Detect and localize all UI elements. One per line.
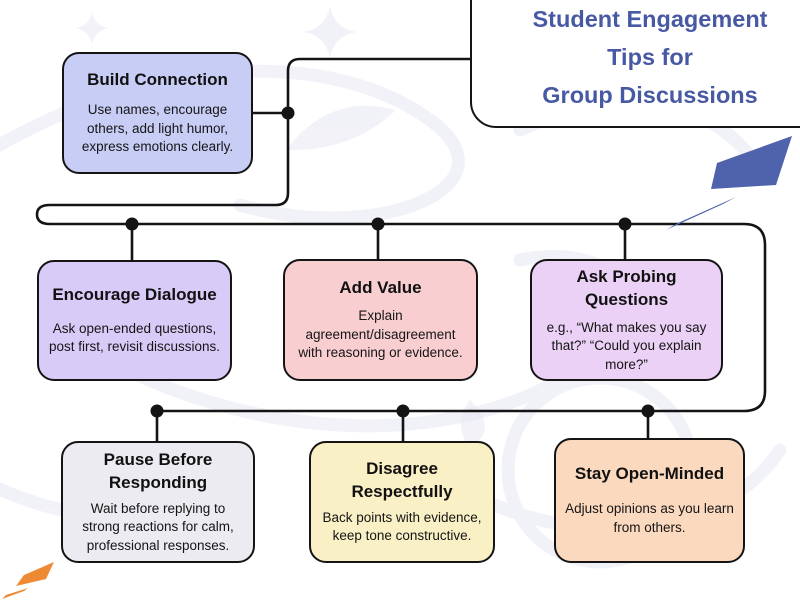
node-ask-probing-questions: Ask Probing Questions e.g., “What makes … — [530, 259, 723, 381]
junction-dots — [125, 106, 655, 418]
node-ask-probing-questions-title: Ask Probing Questions — [576, 266, 677, 309]
node-pause-before-responding-body: Wait before replying to strong reactions… — [82, 500, 234, 553]
blue-flash-shapes — [666, 136, 792, 230]
node-encourage-dialogue: Encourage Dialogue Ask open-ended questi… — [37, 260, 232, 381]
title-line-2: Tips for — [607, 43, 693, 70]
node-ask-probing-questions-body: e.g., “What makes you say that?” “Could … — [546, 319, 707, 372]
node-add-value: Add Value Explain agreement/disagreement… — [283, 259, 478, 381]
node-add-value-body: Explain agreement/disagreement with reas… — [298, 308, 463, 361]
node-pause-before-responding-title: Pause Before Responding — [103, 449, 213, 492]
node-add-value-title: Add Value — [339, 278, 422, 298]
node-disagree-respectfully-body: Back points with evidence, keep tone con… — [322, 509, 482, 544]
title-line-3: Group Discussions — [542, 81, 758, 108]
node-stay-open-minded-body: Adjust opinions as you learn from others… — [565, 501, 734, 535]
node-build-connection: Build Connection Use names, encourage ot… — [62, 52, 253, 174]
title-line-1: Student Engagement — [532, 5, 768, 32]
node-stay-open-minded-title: Stay Open-Minded — [574, 464, 725, 484]
node-build-connection-body: Use names, encourage others, add light h… — [81, 102, 234, 155]
title-box: Student Engagement Tips for Group Discus… — [470, 0, 800, 128]
main-connector-path — [35, 57, 767, 413]
node-encourage-dialogue-body: Ask open-ended questions, post first, re… — [48, 320, 221, 355]
node-encourage-dialogue-title: Encourage Dialogue — [52, 284, 217, 304]
node-build-connection-title: Build Connection — [87, 70, 228, 90]
node-pause-before-responding: Pause Before Responding Wait before repl… — [61, 441, 255, 563]
orange-flash-shapes — [2, 562, 54, 599]
node-disagree-respectfully-title: Disagree Respectfully — [351, 458, 453, 501]
node-stay-open-minded: Stay Open-Minded Adjust opinions as you … — [554, 438, 745, 563]
node-disagree-respectfully: Disagree Respectfully Back points with e… — [309, 441, 495, 563]
